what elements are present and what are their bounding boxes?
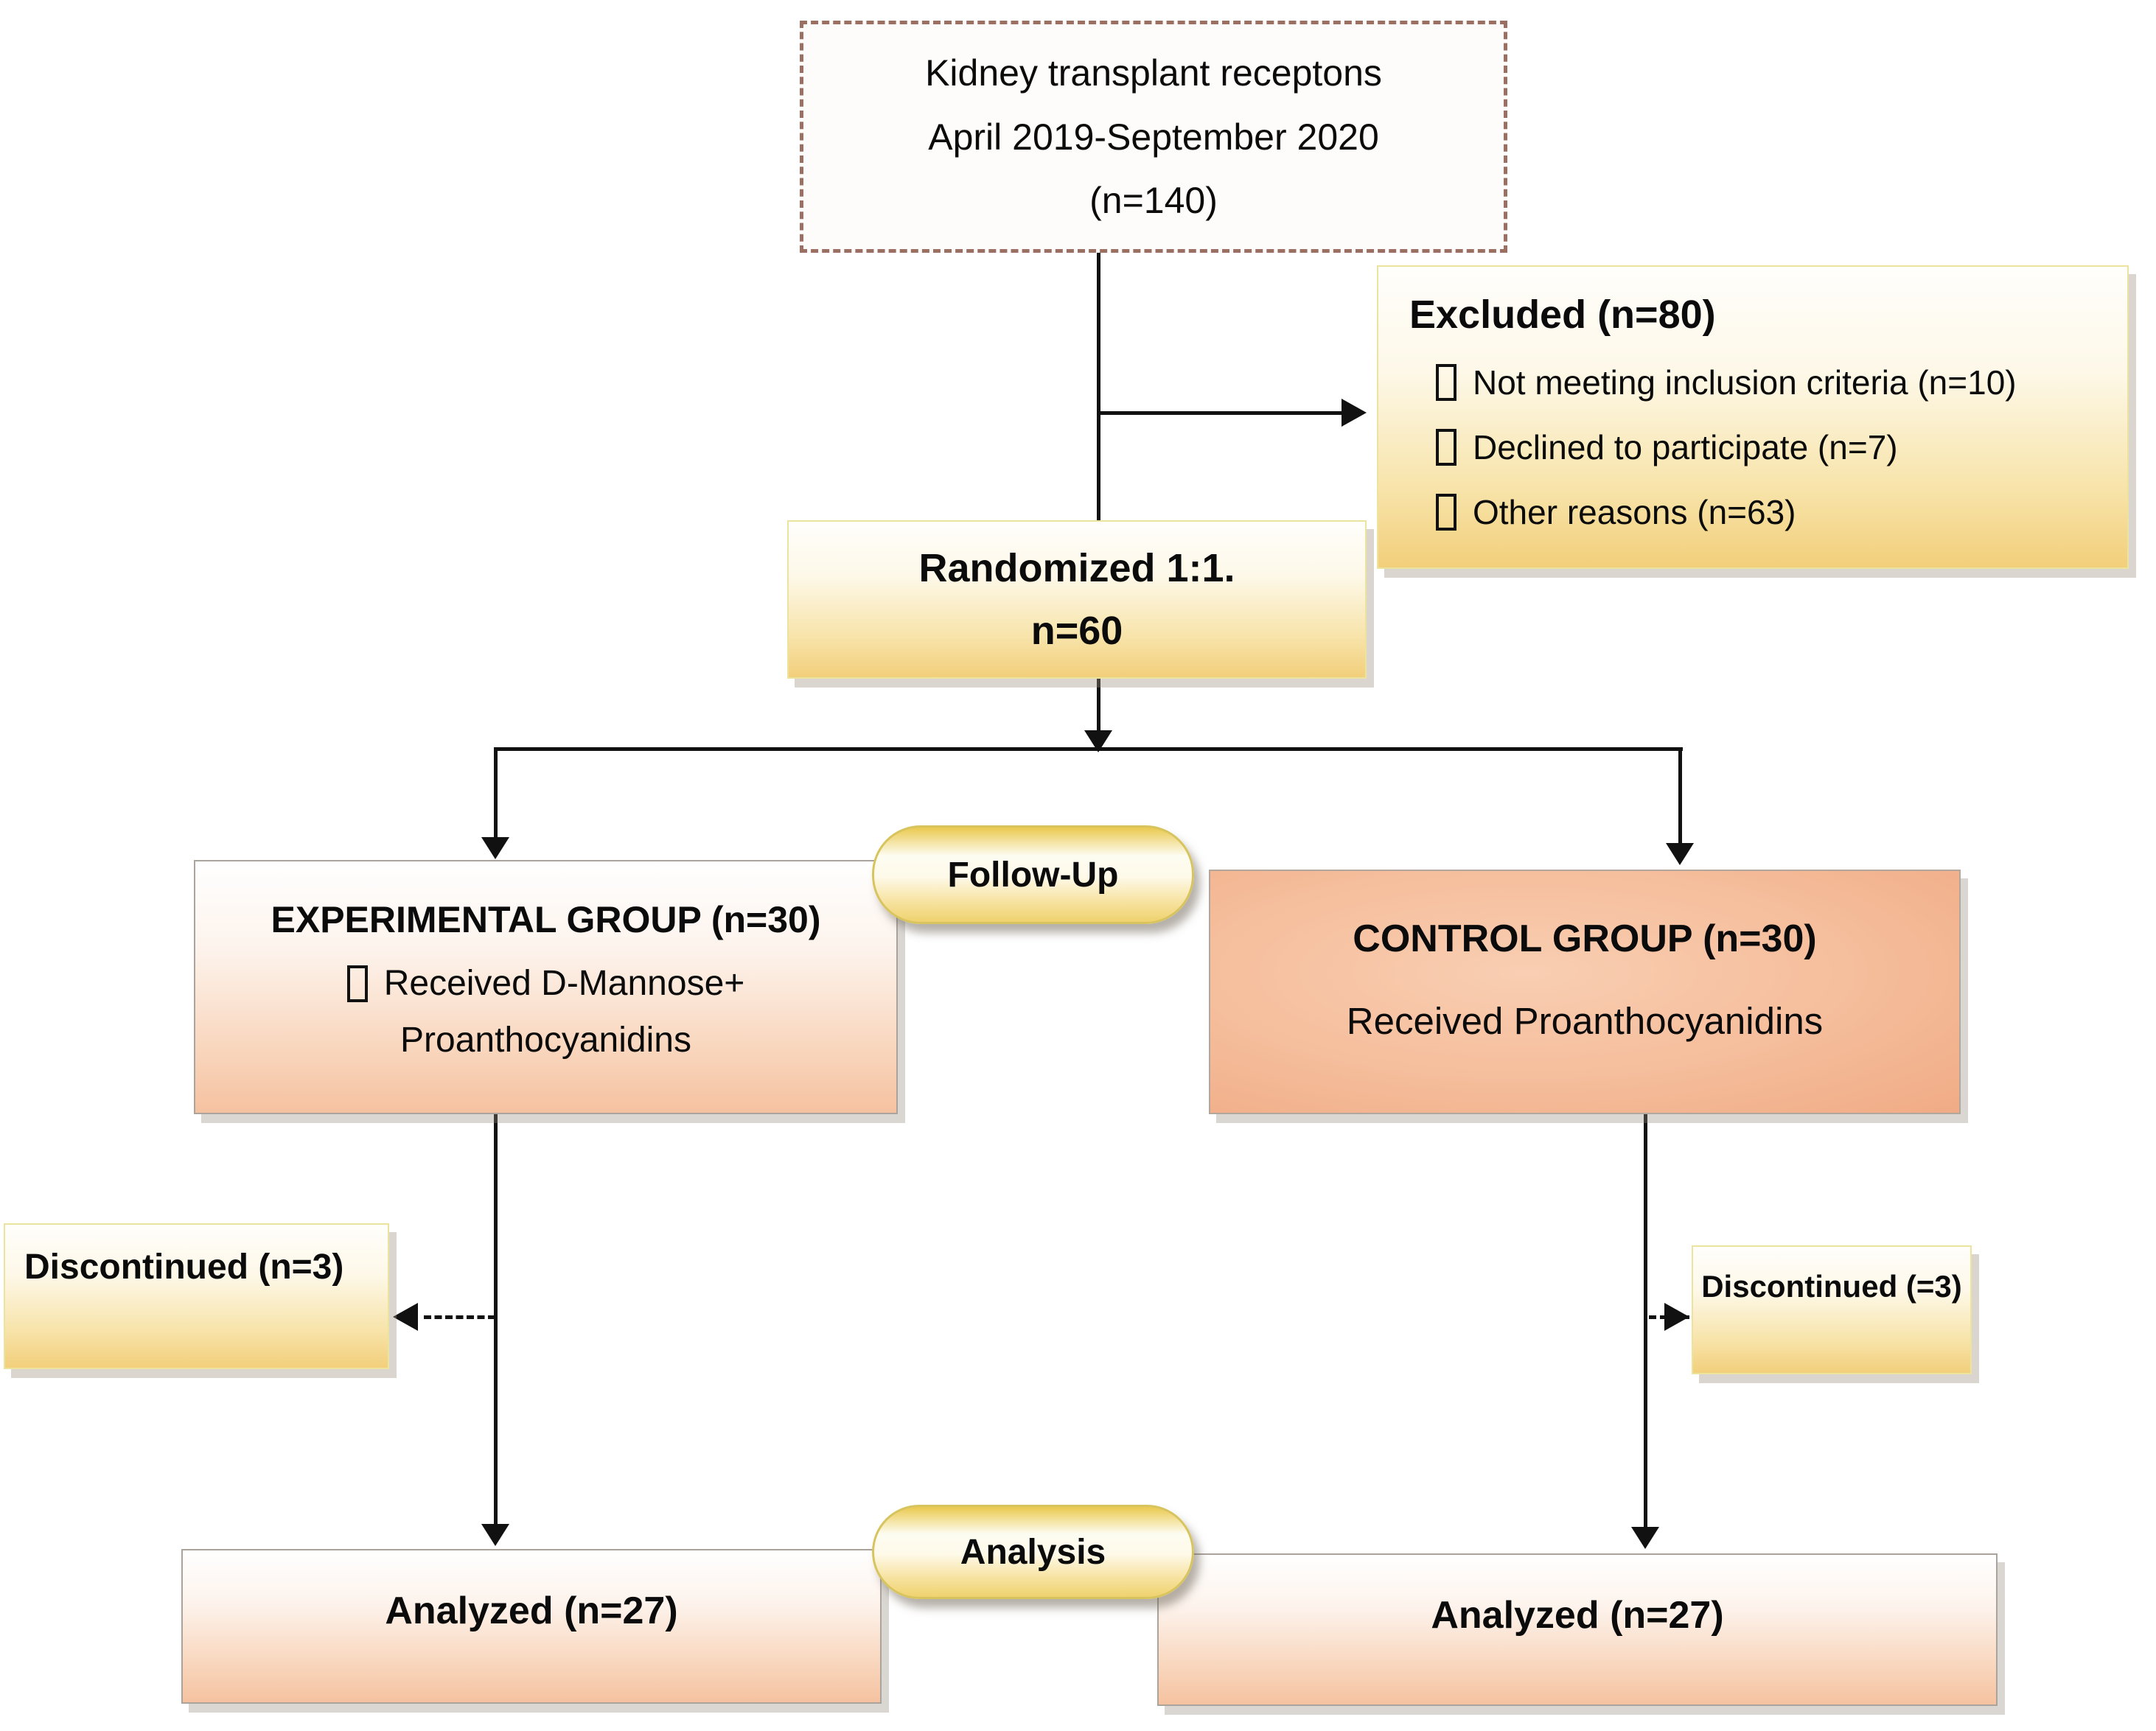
arrowhead-junction-icon: [1084, 730, 1112, 752]
experimental-line-1-row: Received D-Mannose+: [346, 963, 745, 1004]
enrollment-line-2: April 2019-September 2020: [928, 116, 1379, 158]
excluded-item-label: Not meeting inclusion criteria (n=10): [1473, 363, 2017, 402]
analyzed-right-label: Analyzed (n=27): [1431, 1594, 1724, 1637]
line-to-excluded: [1098, 411, 1342, 415]
experimental-title: EXPERIMENTAL GROUP (n=30): [271, 899, 821, 940]
excluded-item-label: Declined to participate (n=7): [1473, 428, 1898, 466]
excluded-item: Not meeting inclusion criteria (n=10): [1436, 363, 2096, 402]
enrollment-line-1: Kidney transplant receptons: [925, 52, 1382, 94]
line-enrollment-to-randomized: [1097, 253, 1100, 522]
line-control-to-analyzed: [1644, 1114, 1647, 1527]
bullet-box-icon: [1436, 494, 1456, 531]
followup-label: Follow-Up: [947, 855, 1119, 895]
randomized-line-1: Randomized 1:1.: [918, 546, 1235, 591]
experimental-line-1: Received D-Mannose+: [383, 964, 745, 1003]
randomized-box: Randomized 1:1. n=60: [787, 520, 1367, 679]
enrollment-line-3: (n=140): [1089, 180, 1218, 222]
analyzed-right-box: Analyzed (n=27): [1157, 1553, 1998, 1706]
experimental-group-box: EXPERIMENTAL GROUP (n=30) Received D-Man…: [194, 860, 898, 1114]
line-branch-left: [494, 747, 498, 837]
arrowhead-excluded-icon: [1342, 399, 1367, 427]
randomized-line-2: n=60: [1030, 608, 1123, 653]
analysis-label-pill: Analysis: [872, 1505, 1194, 1599]
arrowhead-discontinued-left-icon: [393, 1303, 418, 1331]
enrollment-box: Kidney transplant receptons April 2019-S…: [800, 21, 1507, 253]
control-group-box: CONTROL GROUP (n=30) Received Proanthocy…: [1209, 870, 1961, 1114]
bullet-box-icon: [1436, 364, 1456, 401]
experimental-line-2: Proanthocyanidins: [400, 1021, 691, 1060]
dashed-line-discontinued-left: [424, 1315, 495, 1319]
excluded-box: Excluded (n=80) Not meeting inclusion cr…: [1377, 265, 2129, 569]
arrowhead-experimental-icon: [481, 837, 509, 859]
discontinued-left-box: Discontinued (n=3): [4, 1223, 389, 1369]
control-title: CONTROL GROUP (n=30): [1353, 917, 1817, 960]
excluded-item: Declined to participate (n=7): [1436, 427, 2096, 467]
bullet-box-icon: [346, 965, 368, 1002]
arrowhead-analyzed-right-icon: [1631, 1527, 1659, 1549]
control-line-1: Received Proanthocyanidins: [1346, 1000, 1824, 1042]
discontinued-right-box: Discontinued (=3): [1692, 1245, 1972, 1374]
excluded-item-label: Other reasons (n=63): [1473, 493, 1796, 531]
followup-label-pill: Follow-Up: [872, 825, 1194, 924]
analysis-label: Analysis: [960, 1532, 1106, 1572]
discontinued-left-label: Discontinued (n=3): [24, 1248, 344, 1287]
line-branch-right: [1678, 747, 1682, 843]
line-experimental-to-analyzed: [494, 1114, 498, 1524]
arrowhead-discontinued-right-icon: [1664, 1303, 1689, 1331]
analyzed-left-label: Analyzed (n=27): [385, 1590, 678, 1632]
line-randomized-down: [1097, 679, 1100, 732]
arrowhead-control-icon: [1666, 843, 1694, 865]
excluded-item: Other reasons (n=63): [1436, 492, 2096, 532]
discontinued-right-label: Discontinued (=3): [1701, 1269, 1962, 1304]
arrowhead-analyzed-left-icon: [481, 1524, 509, 1546]
excluded-title: Excluded (n=80): [1409, 293, 1716, 337]
analyzed-left-box: Analyzed (n=27): [181, 1549, 882, 1704]
bullet-box-icon: [1436, 429, 1456, 466]
